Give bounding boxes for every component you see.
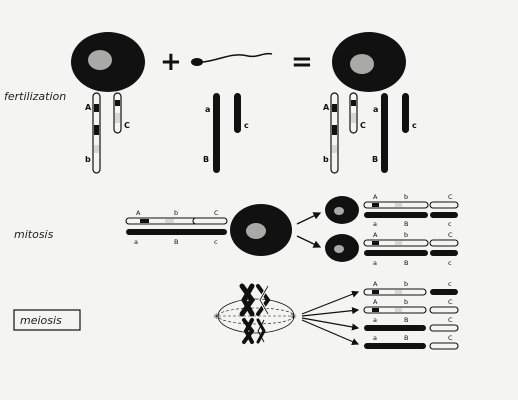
sperm-chromosome-short [234, 93, 241, 133]
zygote-gene-a: a [373, 105, 378, 114]
gamete-2-gene-A: A [373, 298, 378, 306]
sperm-cell [191, 52, 273, 66]
daughter-top-gene-B: B [404, 220, 408, 228]
gamete-chromosomes-3 [364, 324, 459, 332]
plus-sign: + [160, 47, 182, 77]
daughter-bottom-gene-A: A [373, 231, 378, 239]
daughter-cell-top [325, 196, 359, 224]
mitosis-gene-b: b [174, 209, 178, 217]
gene-label-C: C [124, 121, 130, 130]
gamete-4-gene-C: C [448, 334, 453, 342]
daughter-top-gene-C: C [448, 193, 453, 201]
meiosis-arrow-4 [301, 319, 360, 345]
meiosis-arrow-1 [301, 290, 360, 315]
zygote-chromosome-egg-long [330, 92, 339, 174]
daughter-top-gene-c: c [448, 220, 452, 228]
daughter-top-gene-a: a [373, 220, 377, 228]
gamete-1-gene-c: c [448, 280, 452, 288]
daughter-bottom-gene-B: B [404, 259, 408, 267]
zygote-chromosome-sperm-long [381, 93, 388, 173]
zygote-gene-B: B [372, 155, 378, 164]
spindle-pole-right: ✳ [290, 312, 297, 321]
zygote-cell [332, 32, 406, 92]
gamete-chromosomes-1 [363, 288, 458, 296]
zygote-chromosome-sperm-short [402, 93, 409, 133]
meiosis-arrow-2 [301, 307, 360, 317]
zygote-gene-A: A [323, 103, 330, 112]
gamete-chromosomes-2 [363, 306, 459, 314]
egg-cell [71, 32, 145, 92]
mitosis-cell [230, 204, 292, 256]
meiosis-label-box: meiosis [13, 309, 81, 331]
gene-label-b: b [85, 155, 91, 164]
gamete-4-gene-B: B [404, 334, 408, 342]
daughter-top-gene-A: A [373, 193, 378, 201]
daughter-bottom-gene-a: a [373, 259, 377, 267]
mitosis-arrow-top [296, 212, 322, 225]
zygote-gene-c: c [412, 121, 417, 130]
gamete-2-gene-C: C [448, 298, 453, 306]
mitosis-arrow-bottom [296, 235, 322, 248]
gamete-4-gene-a: a [373, 334, 377, 342]
mitosis-gene-A: A [136, 209, 141, 217]
fertilization-label: fertilization [4, 90, 66, 103]
gamete-1-gene-A: A [373, 280, 378, 288]
sperm-chromosome-long [213, 93, 220, 173]
gamete-1-gene-b: b [404, 280, 408, 288]
daughter-chromosomes-bottom [363, 239, 459, 256]
daughter-chromosomes-top [363, 201, 459, 218]
gene-label-B: B [203, 155, 209, 164]
gamete-chromosomes-4 [364, 342, 459, 350]
gamete-2-gene-b: b [404, 298, 408, 306]
spindle-pole-left: ✳ [213, 312, 220, 321]
mitosis-gene-B: B [174, 238, 178, 246]
gamete-3-gene-C: C [448, 316, 453, 324]
gamete-3-gene-B: B [404, 316, 408, 324]
mitosis-parent-chromosomes [125, 217, 228, 235]
gamete-3-gene-a: a [373, 316, 377, 324]
meiosis-tetrad-bottom [242, 318, 266, 344]
daughter-bottom-gene-b: b [404, 231, 408, 239]
equals-sign: = [291, 47, 313, 77]
gene-label-a: a [205, 105, 210, 114]
meiosis-spindle: ✳ ✳ [213, 298, 297, 334]
mitosis-label: mitosis [14, 228, 54, 241]
mitosis-gene-a: a [134, 238, 138, 246]
egg-chromosome-short [113, 92, 122, 134]
daughter-bottom-gene-c: c [448, 259, 452, 267]
meiosis-tetrad-top [239, 283, 271, 317]
zygote-gene-b: b [323, 155, 329, 164]
daughter-cell-bottom [325, 234, 359, 262]
mitosis-gene-c: c [214, 238, 218, 246]
gene-label-A: A [85, 103, 92, 112]
meiosis-arrow-3 [301, 317, 360, 331]
egg-chromosome-long [92, 92, 101, 174]
meiosis-label: meiosis [20, 314, 62, 327]
zygote-gene-C: C [360, 121, 366, 130]
mitosis-gene-C: C [214, 209, 219, 217]
daughter-top-gene-b: b [404, 193, 408, 201]
zygote-chromosome-egg-short [349, 92, 358, 134]
gene-label-c: c [244, 121, 249, 130]
daughter-bottom-gene-C: C [448, 231, 453, 239]
